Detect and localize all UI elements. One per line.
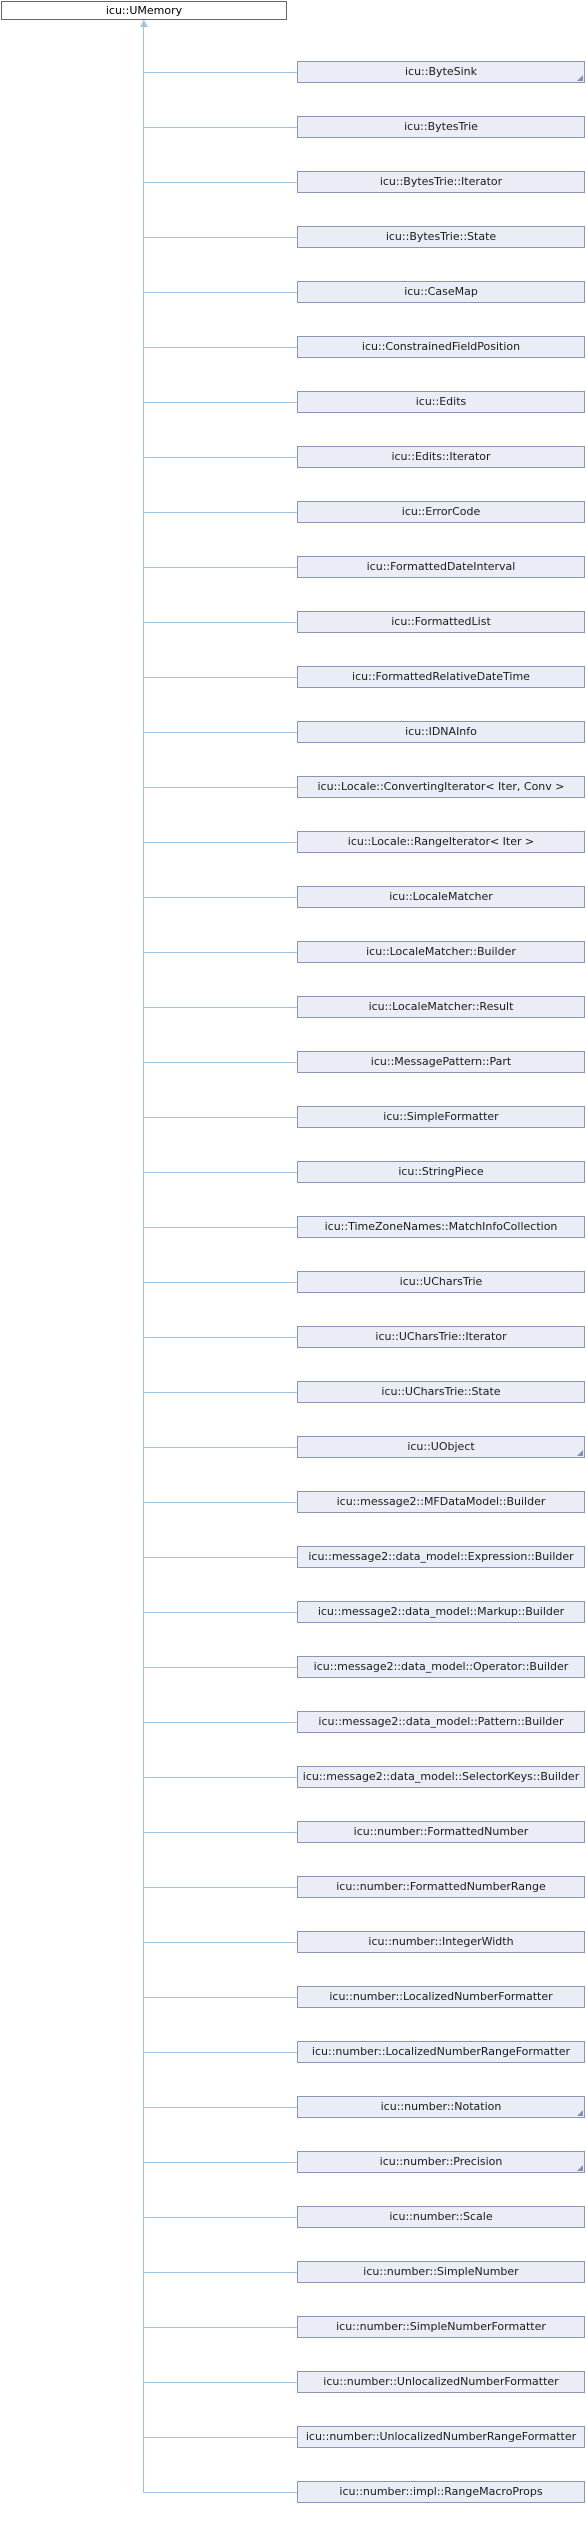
inheritance-branch-line (144, 1832, 297, 1833)
derived-class-node[interactable]: icu::BytesTrie::State (297, 226, 585, 248)
inheritance-arrowhead (140, 20, 148, 27)
inheritance-branch-line (144, 1667, 297, 1668)
derived-class-node[interactable]: icu::UCharsTrie::State (297, 1381, 585, 1403)
derived-class-node[interactable]: icu::CaseMap (297, 281, 585, 303)
derived-class-node[interactable]: icu::message2::data_model::Markup::Build… (297, 1601, 585, 1623)
derived-class-node[interactable]: icu::UObject (297, 1436, 585, 1458)
inheritance-branch-line (144, 787, 297, 788)
inheritance-branch-line (144, 1722, 297, 1723)
inheritance-branch-line (144, 182, 297, 183)
inheritance-branch-line (144, 72, 297, 73)
inheritance-branch-line (144, 1392, 297, 1393)
inheritance-branch-line (144, 127, 297, 128)
derived-class-node[interactable]: icu::number::LocalizedNumberRangeFormatt… (297, 2041, 585, 2063)
derived-class-node[interactable]: icu::ByteSink (297, 61, 585, 83)
inheritance-branch-line (144, 2327, 297, 2328)
derived-class-node[interactable]: icu::TimeZoneNames::MatchInfoCollection (297, 1216, 585, 1238)
derived-class-node[interactable]: icu::number::Precision (297, 2151, 585, 2173)
derived-class-node[interactable]: icu::message2::data_model::Operator::Bui… (297, 1656, 585, 1678)
derived-class-node[interactable]: icu::IDNAInfo (297, 721, 585, 743)
derived-class-node[interactable]: icu::message2::data_model::SelectorKeys:… (297, 1766, 585, 1788)
derived-class-node[interactable]: icu::StringPiece (297, 1161, 585, 1183)
derived-class-node[interactable]: icu::LocaleMatcher::Builder (297, 941, 585, 963)
inheritance-branch-line (144, 1227, 297, 1228)
derived-class-node[interactable]: icu::number::Notation (297, 2096, 585, 2118)
derived-class-node[interactable]: icu::number::LocalizedNumberFormatter (297, 1986, 585, 2008)
derived-class-node[interactable]: icu::message2::MFDataModel::Builder (297, 1491, 585, 1513)
inheritance-branch-line (144, 732, 297, 733)
inheritance-branch-line (144, 952, 297, 953)
derived-class-node[interactable]: icu::number::IntegerWidth (297, 1931, 585, 1953)
inheritance-branch-line (144, 2437, 297, 2438)
inheritance-branch-line (144, 1282, 297, 1283)
derived-class-node[interactable]: icu::FormattedDateInterval (297, 556, 585, 578)
derived-class-node[interactable]: icu::number::SimpleNumber (297, 2261, 585, 2283)
derived-class-node[interactable]: icu::BytesTrie (297, 116, 585, 138)
inheritance-branch-line (144, 2217, 297, 2218)
derived-class-node[interactable]: icu::Locale::ConvertingIterator< Iter, C… (297, 776, 585, 798)
inheritance-branch-line (144, 2382, 297, 2383)
derived-class-node[interactable]: icu::number::Scale (297, 2206, 585, 2228)
inheritance-branch-line (144, 2492, 297, 2493)
inheritance-branch-line (144, 512, 297, 513)
derived-class-node[interactable]: icu::LocaleMatcher::Result (297, 996, 585, 1018)
inheritance-branch-line (144, 457, 297, 458)
derived-class-node[interactable]: icu::number::FormattedNumberRange (297, 1876, 585, 1898)
derived-class-node[interactable]: icu::number::FormattedNumber (297, 1821, 585, 1843)
inheritance-branch-line (144, 1117, 297, 1118)
derived-class-node[interactable]: icu::number::UnlocalizedNumberRangeForma… (297, 2426, 585, 2448)
derived-class-node[interactable]: icu::SimpleFormatter (297, 1106, 585, 1128)
derived-class-node[interactable]: icu::BytesTrie::Iterator (297, 171, 585, 193)
inheritance-branch-line (144, 2052, 297, 2053)
inheritance-branch-line (144, 292, 297, 293)
derived-class-node[interactable]: icu::number::impl::RangeMacroProps (297, 2481, 585, 2503)
inheritance-branch-line (144, 842, 297, 843)
inheritance-branch-line (144, 1007, 297, 1008)
derived-class-node[interactable]: icu::message2::data_model::Pattern::Buil… (297, 1711, 585, 1733)
inheritance-branch-line (144, 2107, 297, 2108)
derived-class-node[interactable]: icu::Edits (297, 391, 585, 413)
derived-class-node[interactable]: icu::FormattedRelativeDateTime (297, 666, 585, 688)
inheritance-branch-line (144, 1447, 297, 1448)
derived-class-node[interactable]: icu::LocaleMatcher (297, 886, 585, 908)
inheritance-branch-line (144, 567, 297, 568)
inheritance-branch-line (144, 347, 297, 348)
inheritance-branch-line (144, 677, 297, 678)
inheritance-branch-line (144, 2272, 297, 2273)
inheritance-branch-line (144, 1337, 297, 1338)
inheritance-branch-line (144, 1612, 297, 1613)
inheritance-branch-line (144, 237, 297, 238)
inheritance-branch-line (144, 897, 297, 898)
inheritance-branch-line (144, 1557, 297, 1558)
root-class-node[interactable]: icu::UMemory (1, 1, 287, 20)
inheritance-branch-line (144, 402, 297, 403)
inheritance-branch-line (144, 1887, 297, 1888)
inheritance-branch-line (144, 622, 297, 623)
inheritance-branch-line (144, 1172, 297, 1173)
derived-class-node[interactable]: icu::FormattedList (297, 611, 585, 633)
inheritance-branch-line (144, 1062, 297, 1063)
derived-class-node[interactable]: icu::Edits::Iterator (297, 446, 585, 468)
derived-class-node[interactable]: icu::message2::data_model::Expression::B… (297, 1546, 585, 1568)
derived-class-node[interactable]: icu::number::UnlocalizedNumberFormatter (297, 2371, 585, 2393)
derived-class-node[interactable]: icu::ConstrainedFieldPosition (297, 336, 585, 358)
derived-class-node[interactable]: icu::UCharsTrie (297, 1271, 585, 1293)
derived-class-node[interactable]: icu::Locale::RangeIterator< Iter > (297, 831, 585, 853)
inheritance-branch-line (144, 1502, 297, 1503)
derived-class-node[interactable]: icu::number::SimpleNumberFormatter (297, 2316, 585, 2338)
inheritance-branch-line (144, 1942, 297, 1943)
inheritance-branch-line (144, 1997, 297, 1998)
inheritance-branch-line (144, 2162, 297, 2163)
derived-class-node[interactable]: icu::ErrorCode (297, 501, 585, 523)
derived-class-node[interactable]: icu::UCharsTrie::Iterator (297, 1326, 585, 1348)
derived-class-node[interactable]: icu::MessagePattern::Part (297, 1051, 585, 1073)
inheritance-branch-line (144, 1777, 297, 1778)
inheritance-trunk-line (143, 20, 144, 2493)
